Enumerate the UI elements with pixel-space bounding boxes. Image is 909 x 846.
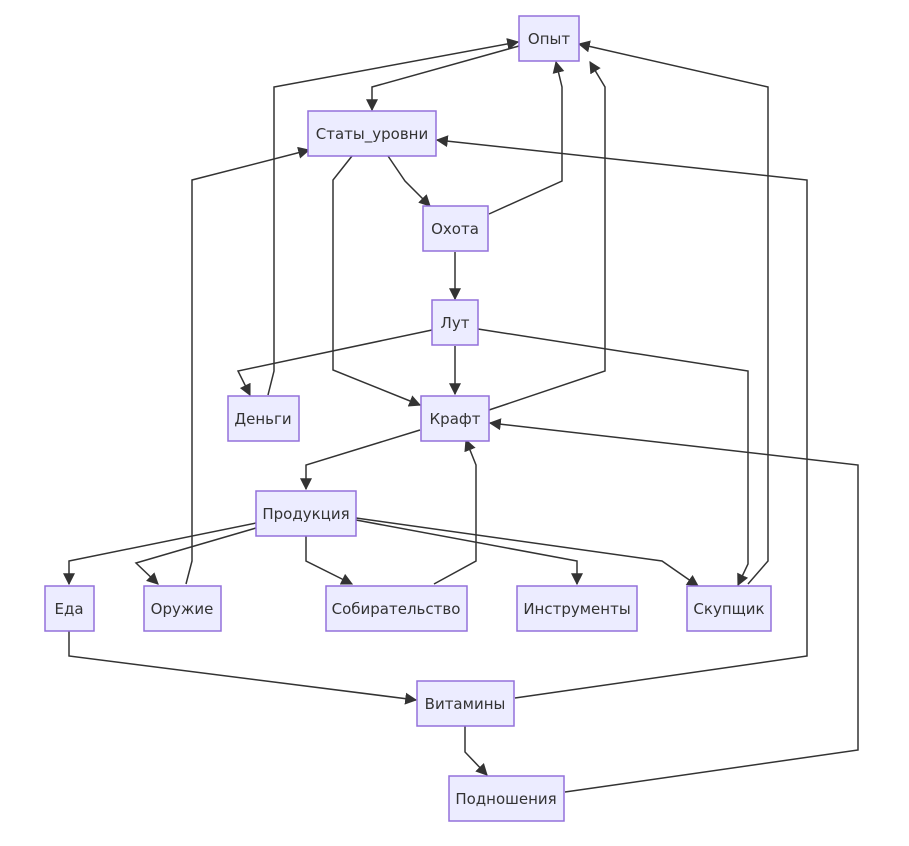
node-instrumenty-label: Инструменты	[523, 600, 630, 618]
node-instrumenty[interactable]: Инструменты	[516, 585, 638, 632]
node-vitaminy-label: Витамины	[425, 695, 506, 713]
node-skupshik-label: Скупщик	[693, 600, 764, 618]
node-staty-urovni[interactable]: Статы_уровни	[307, 110, 437, 157]
node-opyt[interactable]: Опыт	[518, 15, 580, 62]
node-sobiratelstvo-label: Собирательство	[332, 600, 461, 618]
node-sobiratelstvo[interactable]: Собирательство	[325, 585, 468, 632]
edge-ohota-opyt	[488, 60, 565, 215]
edge-produkciya-skupshik	[355, 517, 699, 587]
node-opyt-label: Опыт	[528, 30, 570, 48]
edge-podnosheniya-kraft	[488, 418, 859, 793]
node-podnosheniya[interactable]: Подношения	[448, 775, 565, 822]
edge-staty-ohota	[387, 155, 431, 207]
node-kraft[interactable]: Крафт	[420, 395, 490, 442]
edge-lut-dengi	[236, 329, 433, 397]
edge-produkciya-sobiratelstvo	[305, 536, 354, 585]
node-produkciya[interactable]: Продукция	[255, 490, 357, 537]
edge-produkciya-oruzhie	[134, 527, 257, 585]
node-oruzhie-label: Оружие	[151, 600, 214, 618]
node-podnosheniya-label: Подношения	[455, 790, 556, 808]
node-oruzhie[interactable]: Оружие	[143, 585, 222, 632]
node-produkciya-label: Продукция	[262, 505, 349, 523]
edge-kraft-opyt	[488, 60, 606, 411]
edge-eda-vitaminy	[68, 631, 418, 705]
node-ohota-label: Охота	[431, 220, 479, 238]
node-ohota[interactable]: Охота	[422, 205, 489, 252]
edge-lut-skupshik	[477, 328, 749, 587]
node-eda[interactable]: Еда	[44, 585, 95, 632]
edge-skupshik-opyt	[577, 40, 769, 585]
edge-dengi-opyt	[267, 38, 520, 396]
edges	[63, 38, 859, 793]
edge-oruzhie-staty	[185, 146, 311, 585]
edge-opyt-staty	[366, 45, 520, 112]
nodes: Опыт Статы_уровни Охота Лут Деньги Крафт…	[44, 15, 772, 822]
edge-staty-kraft	[332, 155, 422, 407]
node-lut[interactable]: Лут	[431, 299, 479, 346]
node-kraft-label: Крафт	[430, 410, 481, 428]
edge-sobiratelstvo-kraft	[433, 438, 477, 585]
node-lut-label: Лут	[441, 314, 470, 332]
edge-produkciya-instrumenty	[355, 519, 583, 586]
edge-vitaminy-staty	[435, 135, 808, 699]
node-dengi-label: Деньги	[234, 410, 291, 428]
node-staty-urovni-label: Статы_уровни	[316, 125, 428, 144]
node-eda-label: Еда	[54, 600, 83, 618]
node-dengi[interactable]: Деньги	[227, 395, 300, 442]
node-skupshik[interactable]: Скупщик	[686, 585, 772, 632]
node-vitaminy[interactable]: Витамины	[416, 680, 515, 727]
edge-kraft-produkciya	[300, 429, 421, 491]
edge-produkciya-eda	[63, 522, 257, 586]
edge-vitaminy-podnosheniya	[464, 726, 488, 776]
